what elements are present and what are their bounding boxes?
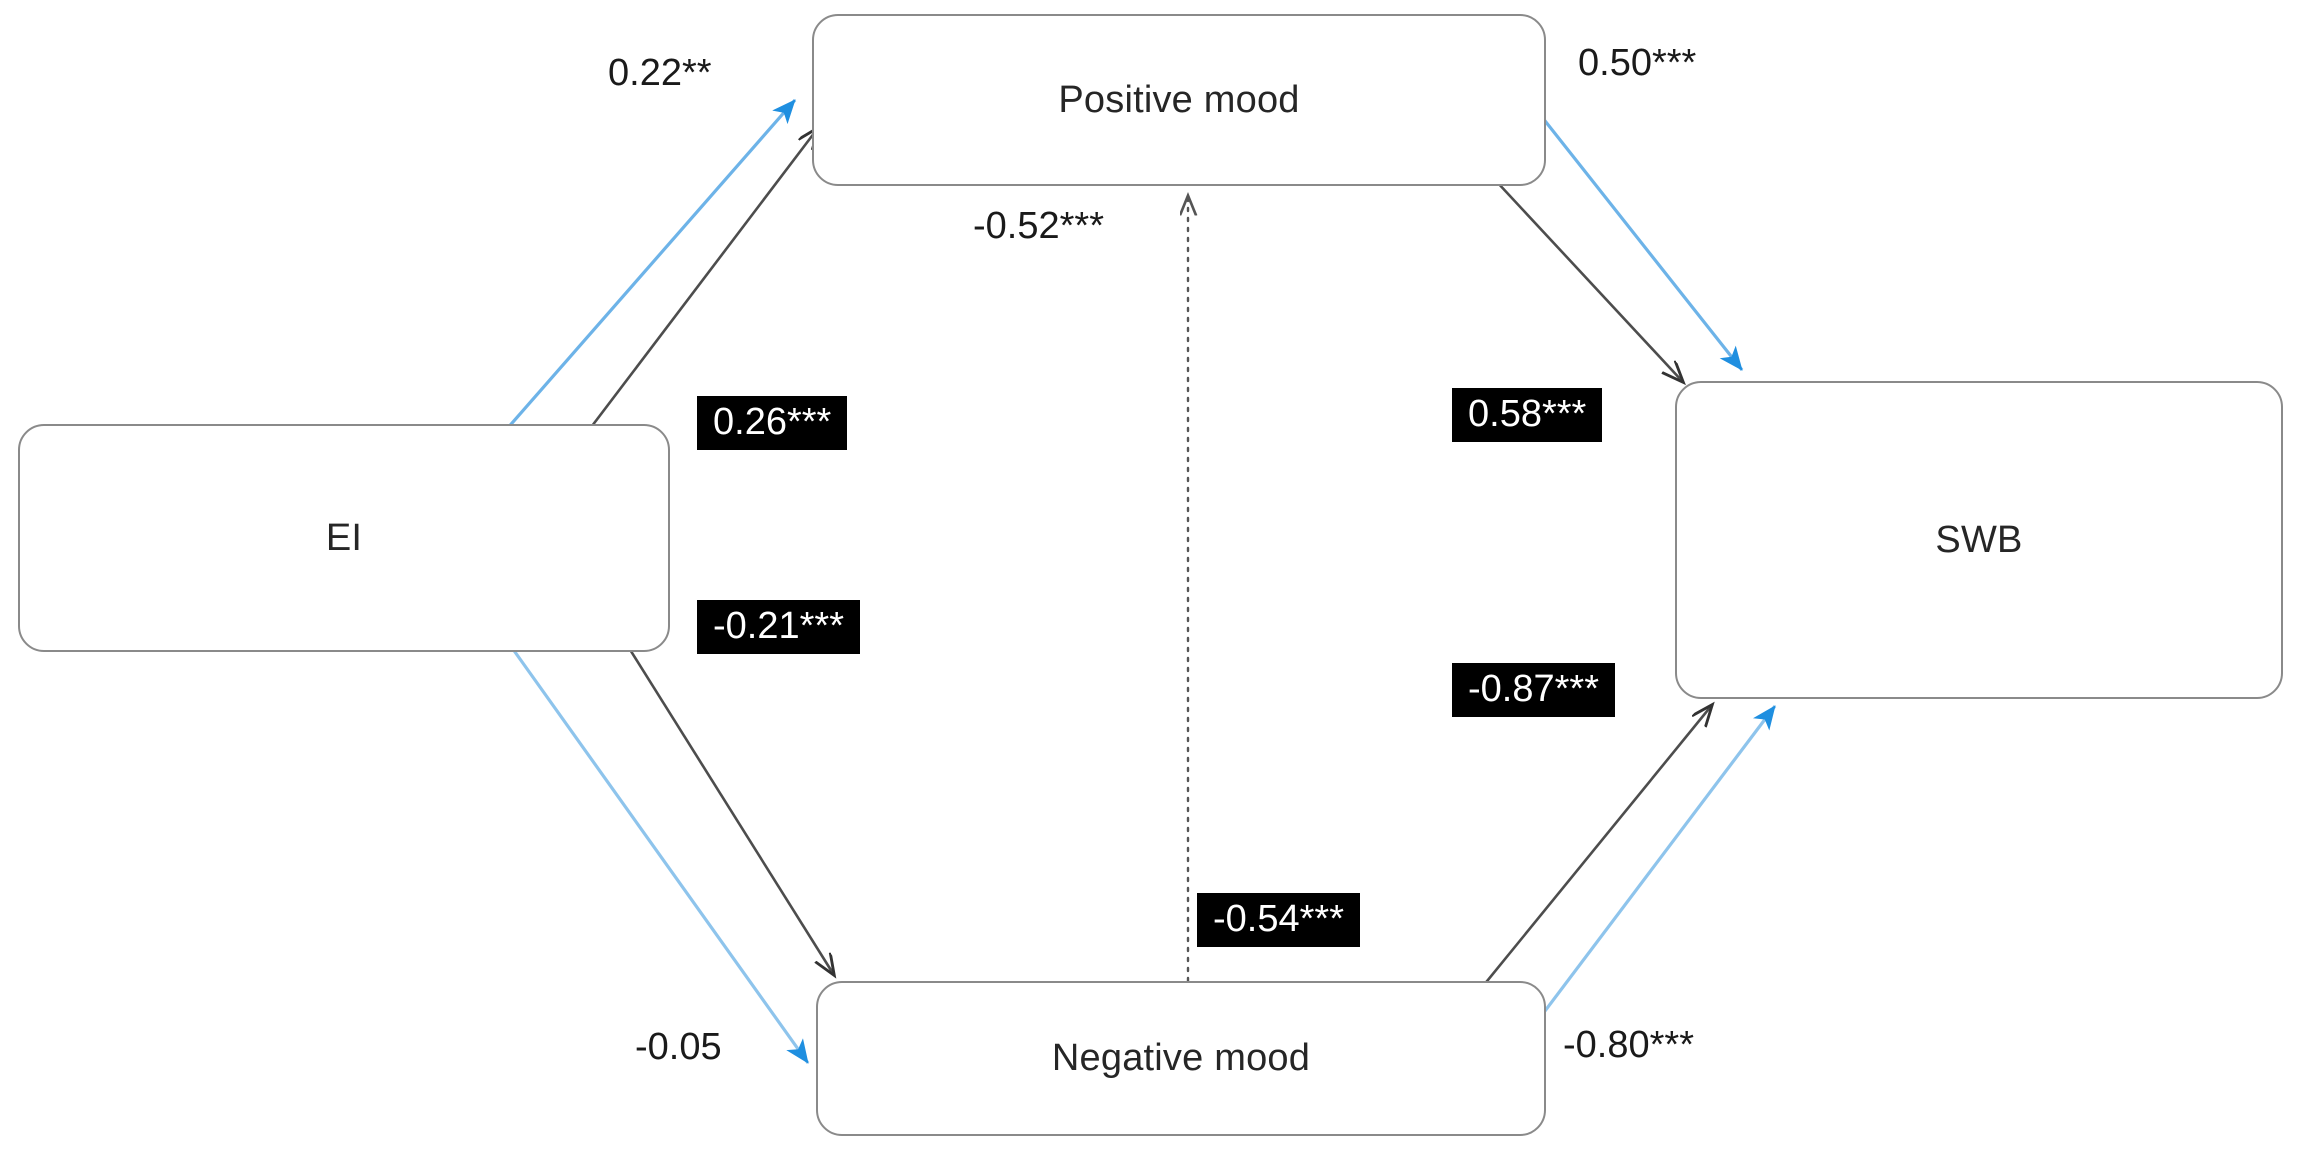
coefficient-label-ei-negative-mood-blue: -0.05	[635, 1026, 722, 1068]
coefficient-chip-negative-mood-positive-mood-gray: -0.54***	[1197, 893, 1360, 947]
coefficient-chip-positive-mood-swb-gray: 0.58***	[1452, 388, 1603, 442]
node-ei-label: EI	[325, 516, 363, 559]
node-negative-mood[interactable]: Negative mood	[816, 981, 1546, 1136]
coefficient-label-negative-mood-positive-mood-dotted: -0.52***	[973, 205, 1104, 247]
node-positive-mood[interactable]: Positive mood	[812, 14, 1546, 186]
coefficient-label-positive-mood-swb-blue: 0.50***	[1578, 42, 1697, 84]
edge-ei-positive-mood-blue	[504, 98, 797, 432]
node-positive-mood-label: Positive mood	[1058, 78, 1300, 121]
edge-positive-mood-swb-blue	[1536, 111, 1744, 371]
edge-positive-mood-swb-gray	[1496, 181, 1683, 382]
edge-negative-mood-swb-blue	[1506, 705, 1777, 1061]
edge-ei-positive-mood-gray	[568, 128, 818, 456]
coefficient-chip-negative-mood-swb-gray: -0.87***	[1452, 663, 1615, 717]
coefficient-label-negative-mood-swb-blue: -0.80***	[1563, 1024, 1694, 1066]
node-swb-label: SWB	[1935, 518, 2023, 561]
edge-ei-negative-mood-gray	[622, 639, 834, 975]
edge-ei-negative-mood-blue	[508, 644, 810, 1064]
node-negative-mood-label: Negative mood	[1051, 1037, 1311, 1079]
edge-negative-mood-swb-gray	[1468, 705, 1712, 1003]
coefficient-label-ei-positive-mood-blue: 0.22**	[608, 52, 712, 94]
coefficient-chip-ei-positive-mood-gray: 0.26***	[697, 396, 848, 450]
node-swb[interactable]: SWB	[1675, 381, 2283, 699]
coefficient-chip-ei-negative-mood-gray: -0.21***	[697, 600, 860, 654]
node-ei[interactable]: EI	[18, 424, 670, 652]
